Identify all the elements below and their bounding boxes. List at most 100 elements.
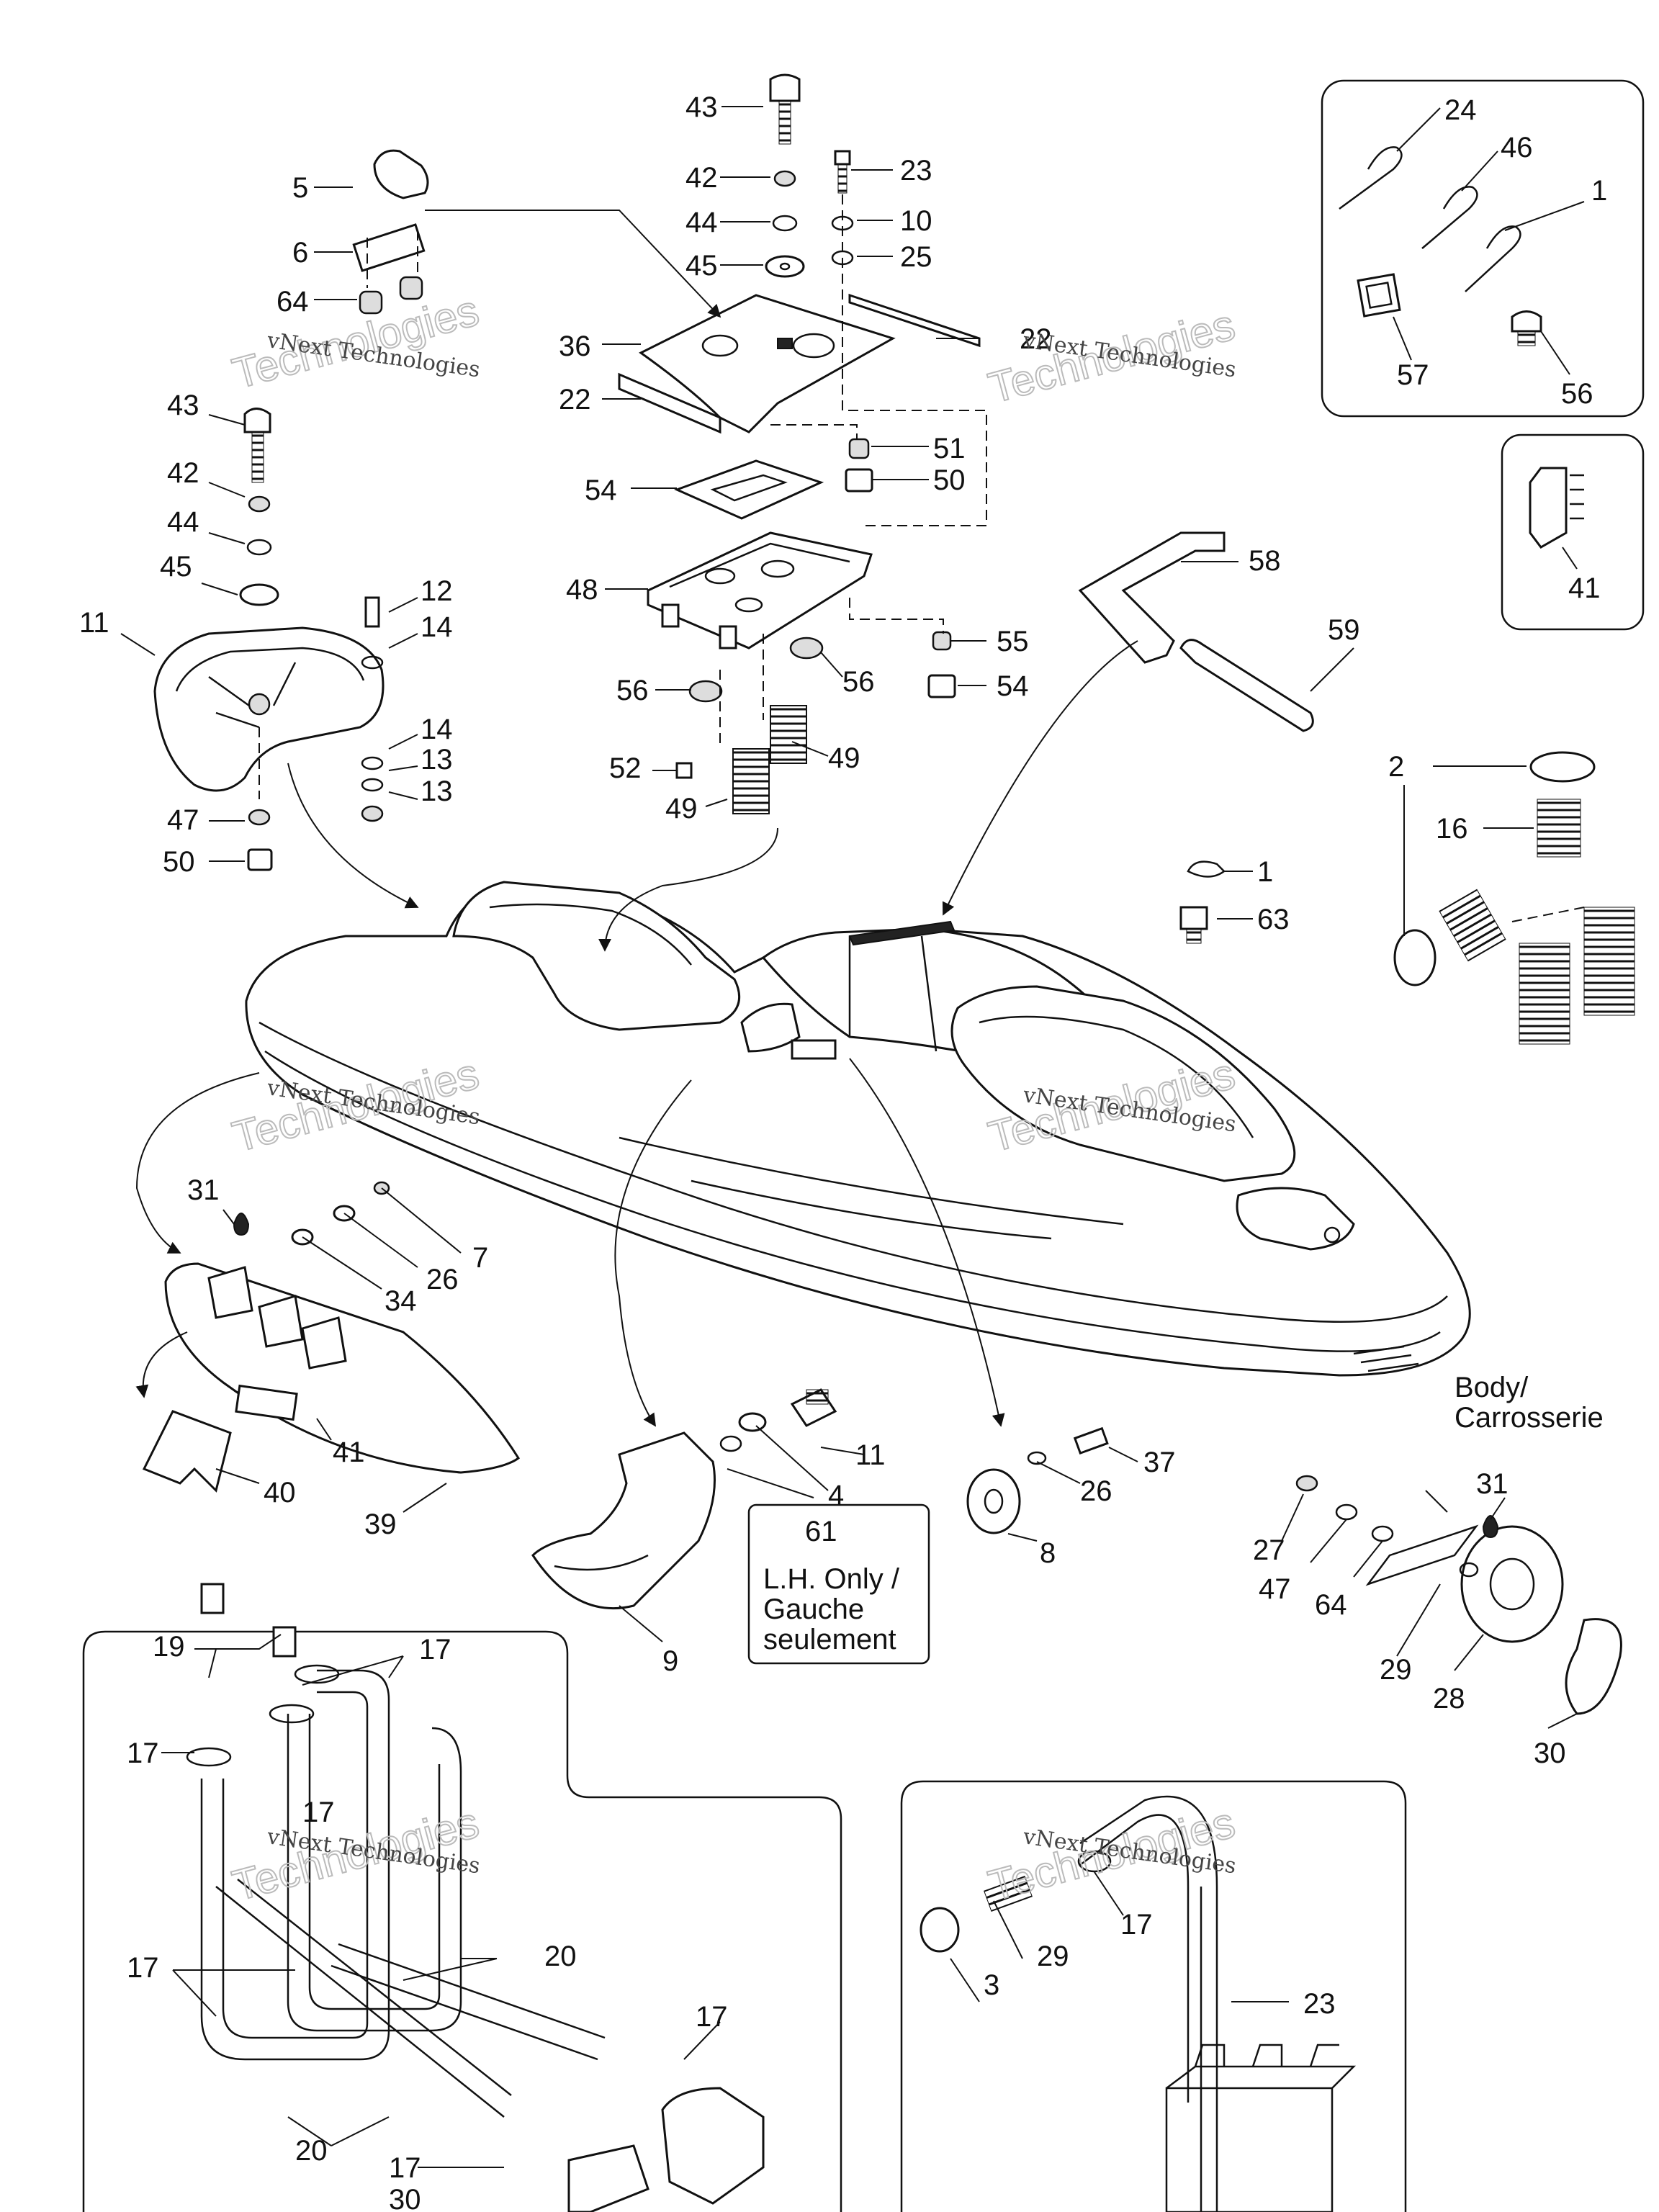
callout: 47 bbox=[167, 804, 199, 836]
callout: 17 bbox=[419, 1634, 451, 1665]
callout: 23 bbox=[1303, 1988, 1336, 2020]
callout: 39 bbox=[364, 1509, 397, 1540]
callout: 14 bbox=[421, 611, 453, 643]
callout: 16 bbox=[1436, 813, 1468, 845]
clip-set bbox=[1339, 146, 1584, 549]
callout: 48 bbox=[566, 574, 598, 606]
callout: 8 bbox=[1040, 1537, 1056, 1569]
callout: 59 bbox=[1328, 614, 1360, 646]
callout: 51 bbox=[933, 433, 966, 464]
callout: 7 bbox=[472, 1242, 488, 1274]
callout: 43 bbox=[685, 91, 718, 123]
drain-cover-assembly bbox=[1295, 1475, 1622, 1715]
callout: 41 bbox=[333, 1437, 365, 1468]
callout: 41 bbox=[1568, 572, 1601, 604]
callout: 13 bbox=[421, 775, 453, 807]
callout: 40 bbox=[264, 1477, 296, 1509]
callout: 22 bbox=[559, 384, 591, 415]
callout: 9 bbox=[662, 1645, 678, 1677]
sponson-38 bbox=[142, 1262, 521, 1493]
note-lh-line3: seulement bbox=[763, 1624, 896, 1655]
callout: 42 bbox=[167, 457, 199, 489]
callout: 17 bbox=[127, 1952, 159, 1984]
callout: 19 bbox=[153, 1631, 185, 1663]
note-box-lh-only bbox=[747, 1503, 930, 1665]
callout: 64 bbox=[1315, 1589, 1347, 1621]
grab-handle-12 bbox=[153, 408, 385, 871]
note-body-line1: Body/ bbox=[1455, 1372, 1529, 1403]
side-panel-9 bbox=[531, 1388, 837, 1610]
vent-hose-25 bbox=[920, 1795, 1357, 2212]
tube-60 bbox=[1179, 639, 1314, 732]
callout: 30 bbox=[389, 2184, 421, 2212]
note-lh-line2: Gauche bbox=[763, 1593, 864, 1625]
callout: 47 bbox=[1259, 1573, 1291, 1605]
callout: 31 bbox=[1476, 1468, 1509, 1500]
callout: 28 bbox=[1433, 1683, 1465, 1714]
callout: 4 bbox=[828, 1480, 844, 1511]
callout: 6 bbox=[292, 237, 308, 269]
callout: 55 bbox=[997, 626, 1029, 657]
callout: 12 bbox=[421, 575, 453, 607]
drain-fittings bbox=[1393, 751, 1635, 1045]
seat-base-plate bbox=[618, 293, 981, 434]
callout: 49 bbox=[828, 742, 860, 774]
inset-box-clip-41 bbox=[1501, 433, 1645, 631]
callout: 37 bbox=[1143, 1447, 1176, 1478]
callout: 56 bbox=[616, 675, 649, 706]
callout: 24 bbox=[1444, 94, 1477, 126]
callout: 36 bbox=[559, 331, 591, 362]
callout: 20 bbox=[544, 1941, 577, 1972]
dashed-alignment-lines bbox=[258, 194, 1585, 922]
callout: 50 bbox=[163, 846, 195, 878]
hardware-stack-top bbox=[765, 73, 854, 278]
callout: 45 bbox=[685, 250, 718, 282]
callout: 3 bbox=[984, 1969, 999, 2001]
callout: 29 bbox=[1380, 1654, 1412, 1686]
callout: 57 bbox=[1397, 359, 1429, 391]
callout: 42 bbox=[685, 162, 718, 194]
inset-box-hoses bbox=[82, 1630, 842, 2212]
callout: 14 bbox=[421, 714, 453, 745]
callout: 44 bbox=[167, 506, 199, 538]
callout: 20 bbox=[295, 2135, 328, 2167]
callout: 54 bbox=[997, 670, 1029, 702]
inset-box-battery bbox=[900, 1780, 1407, 2212]
callout: 30 bbox=[1534, 1737, 1566, 1769]
callout: 1 bbox=[1257, 856, 1273, 888]
callout: 58 bbox=[1249, 545, 1281, 577]
callout: 64 bbox=[276, 286, 309, 318]
callout: 49 bbox=[665, 793, 698, 824]
callout: 27 bbox=[1253, 1534, 1285, 1566]
callout: 17 bbox=[302, 1797, 335, 1828]
callout: 25 bbox=[900, 241, 932, 273]
callout: 26 bbox=[426, 1264, 459, 1295]
callout: 5 bbox=[292, 172, 308, 204]
callout: 17 bbox=[1120, 1909, 1153, 1941]
handlebar-tube-59 bbox=[1078, 531, 1226, 664]
plug-8 bbox=[966, 1468, 1021, 1534]
mounting-plate-49 bbox=[647, 531, 873, 649]
callout: 50 bbox=[933, 464, 966, 496]
callout: 10 bbox=[900, 205, 932, 237]
callout: 26 bbox=[1080, 1475, 1112, 1507]
callout: 11 bbox=[79, 607, 109, 639]
seat-latch-assembly bbox=[352, 149, 429, 315]
callout: 52 bbox=[609, 752, 642, 784]
callout: 2 bbox=[1388, 751, 1404, 783]
callout: 45 bbox=[160, 551, 192, 583]
callout: 46 bbox=[1501, 132, 1533, 163]
assembly-arrows bbox=[135, 210, 1138, 1427]
callout: 43 bbox=[167, 390, 199, 421]
callout: 17 bbox=[389, 2152, 421, 2184]
hose-loop-20 bbox=[186, 1583, 765, 2212]
callout: 34 bbox=[385, 1285, 417, 1317]
callout: 23 bbox=[900, 155, 932, 186]
inset-box-clips bbox=[1321, 79, 1645, 418]
callout-labels: 43 42 44 45 23 10 25 5 6 64 36 22 22 54 … bbox=[79, 91, 1607, 2212]
callout: 56 bbox=[842, 666, 875, 698]
leader-lines bbox=[120, 106, 1585, 2168]
callout: 54 bbox=[585, 475, 617, 506]
callout: 17 bbox=[696, 2001, 728, 2033]
